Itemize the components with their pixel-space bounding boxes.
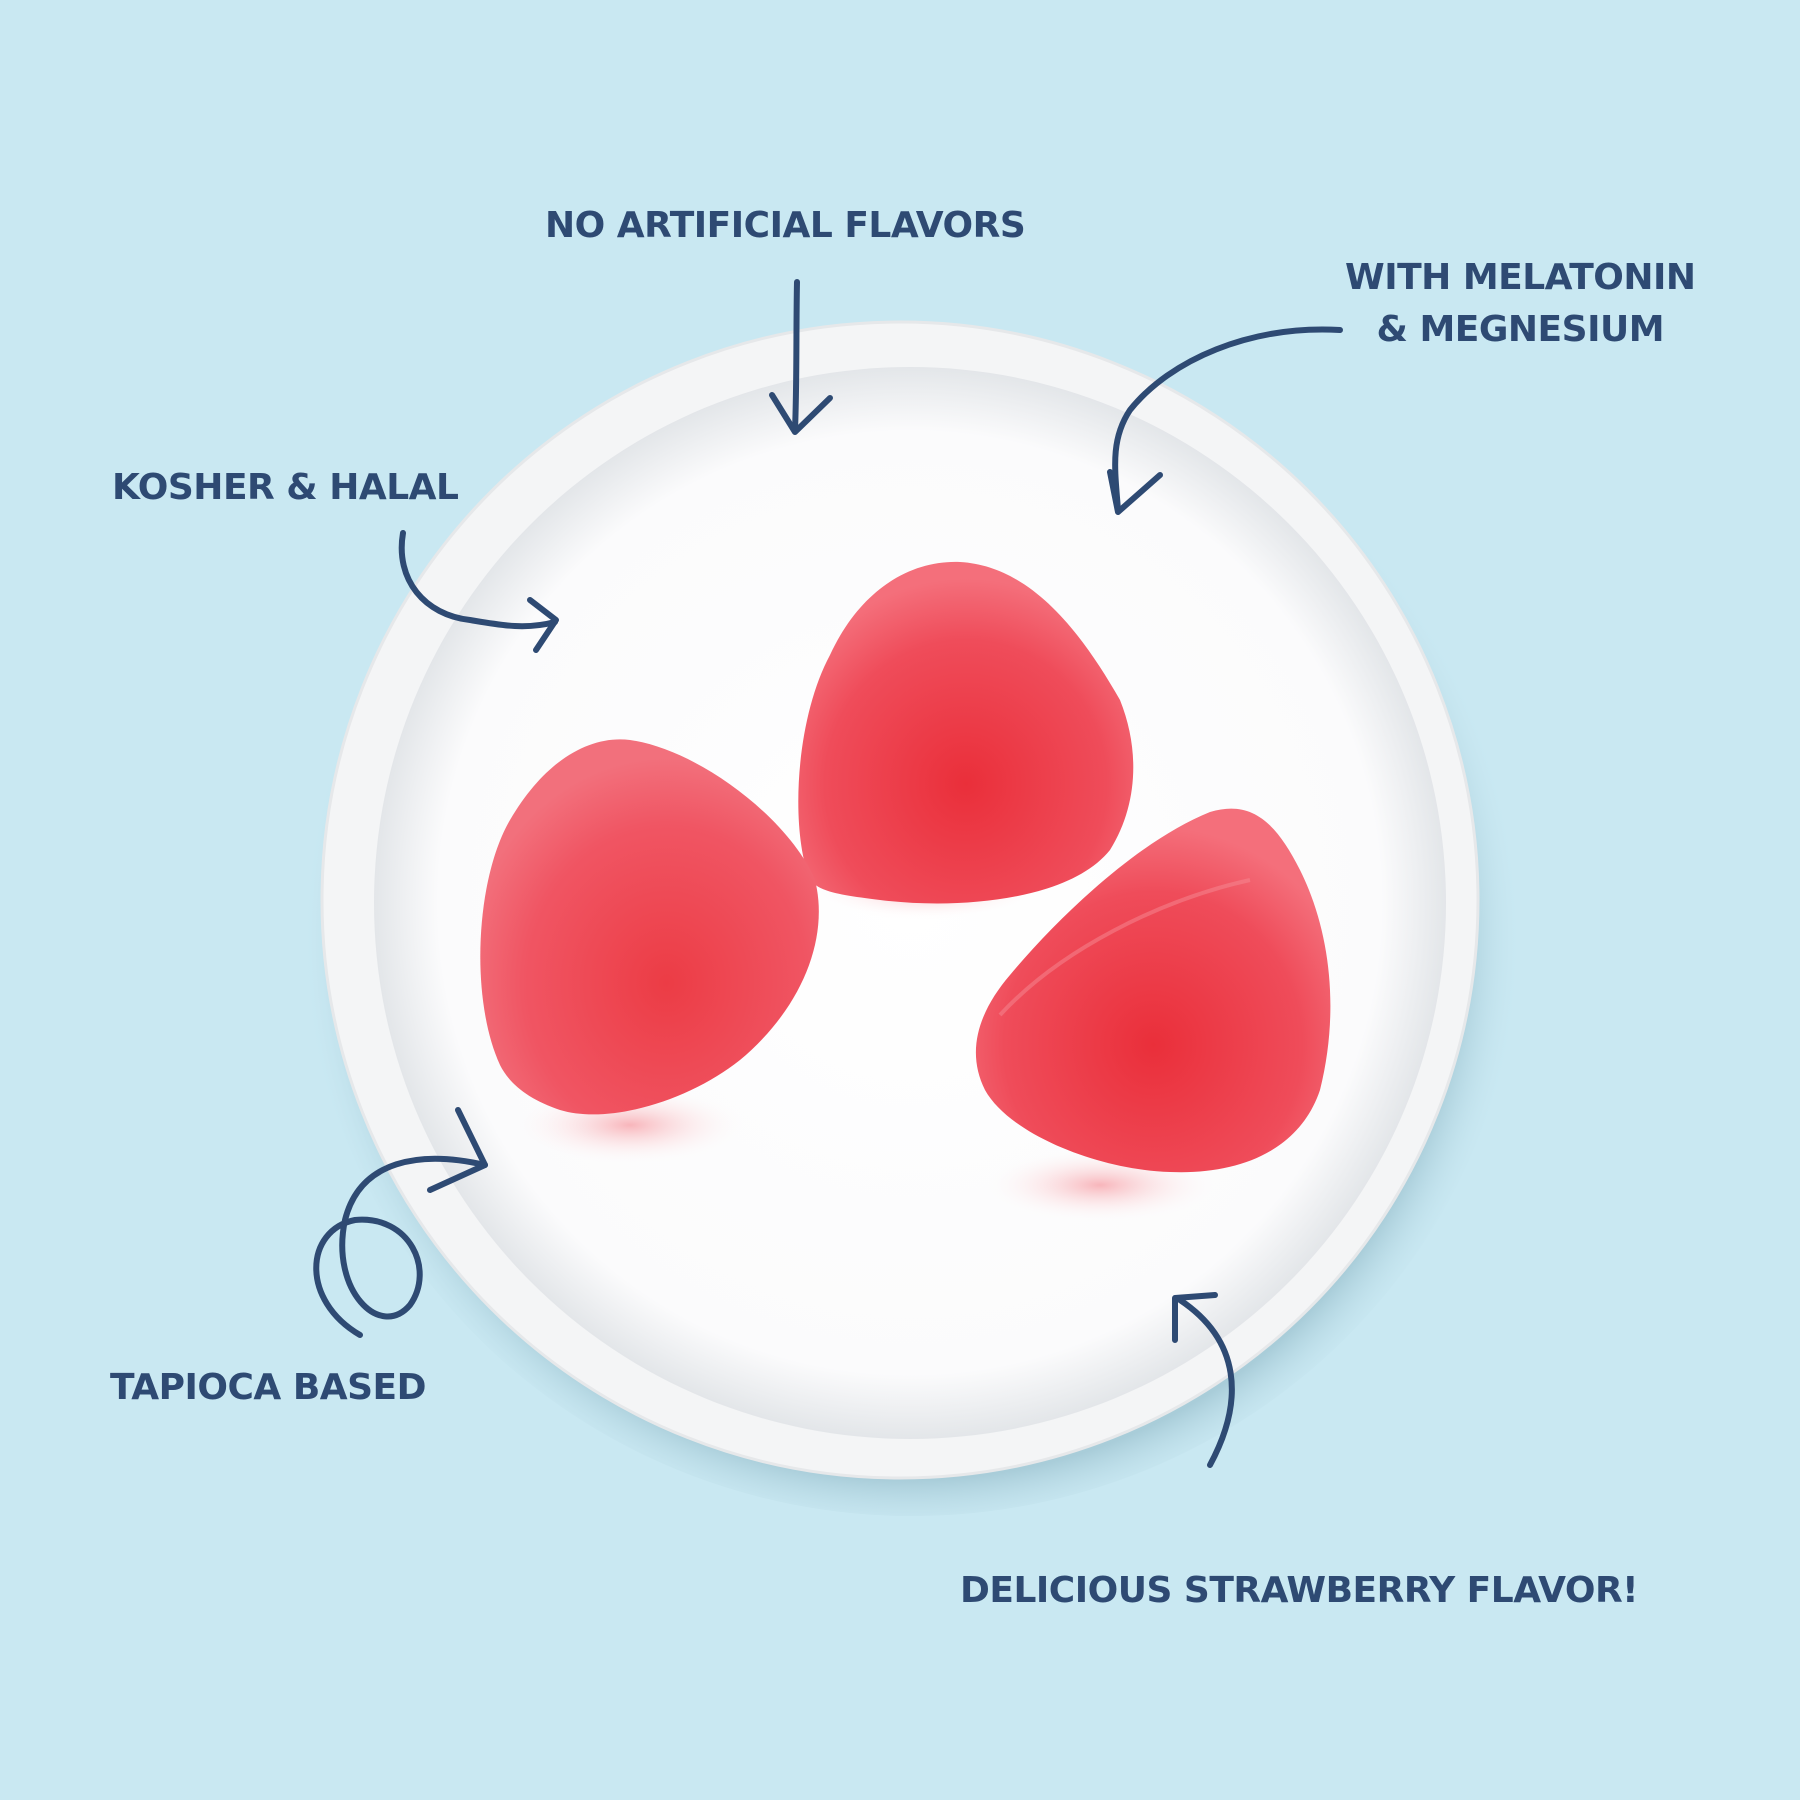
plate-rim-edge bbox=[320, 320, 1480, 1480]
arrow-curved-up-icon bbox=[1172, 1292, 1235, 1468]
label-text: DELICIOUS STRAWBERRY FLAVOR! bbox=[960, 1570, 1639, 1611]
gummy-left bbox=[480, 739, 819, 1115]
label-text: NO ARTIFICIAL FLAVORS bbox=[545, 205, 1026, 246]
gummy-top bbox=[798, 561, 1134, 904]
label-text: TAPIOCA BASED bbox=[110, 1367, 427, 1408]
label-text-line2: & MEGNESIUM bbox=[1376, 309, 1665, 350]
arrow-curved-right-icon bbox=[398, 530, 559, 653]
label-text: KOSHER & HALAL bbox=[112, 467, 459, 508]
gummy-right-edge bbox=[998, 878, 1251, 1017]
label-tapioca-based: TAPIOCA BASED bbox=[110, 1362, 427, 1414]
arrow-loop-icon bbox=[313, 1107, 488, 1338]
arrow-curved-left-icon bbox=[1107, 326, 1343, 515]
label-no-artificial-flavors: NO ARTIFICIAL FLAVORS bbox=[545, 200, 1026, 252]
label-kosher-halal: KOSHER & HALAL bbox=[112, 462, 459, 514]
arrow-down-icon bbox=[769, 279, 833, 435]
label-delicious-strawberry: DELICIOUS STRAWBERRY FLAVOR! bbox=[960, 1565, 1639, 1617]
label-text-line1: WITH MELATONIN bbox=[1345, 257, 1696, 298]
gummy-right bbox=[975, 808, 1331, 1173]
label-with-melatonin: WITH MELATONIN & MEGNESIUM bbox=[1345, 252, 1696, 356]
